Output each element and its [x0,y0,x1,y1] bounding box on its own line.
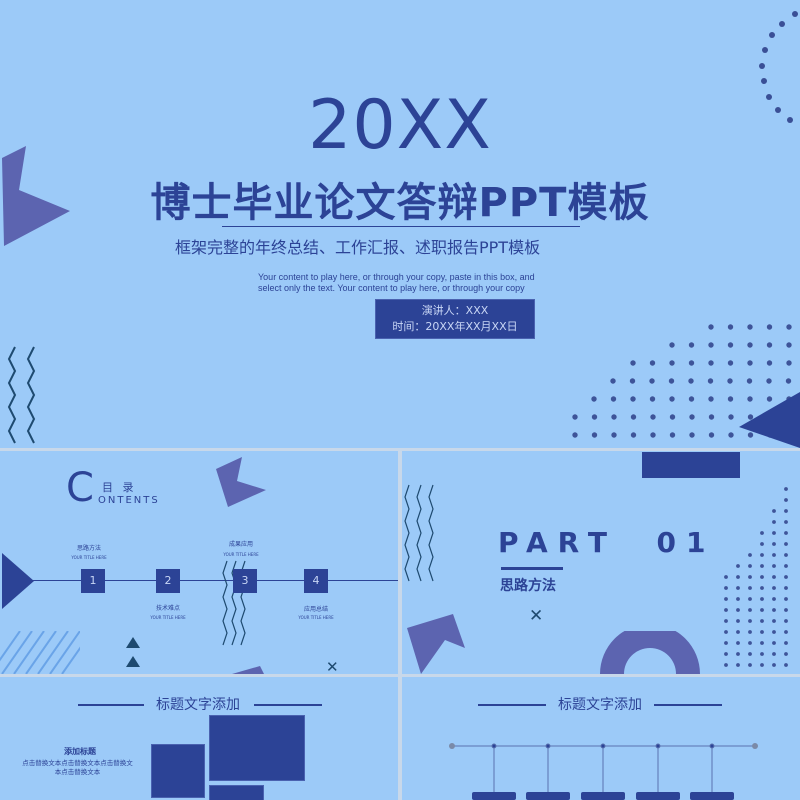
block-text-line-2: 本点击替换文本 [54,768,101,776]
image-placeholder-2[interactable] [209,715,305,781]
triangle-shape-icon [739,392,800,448]
title-line-right [254,704,322,706]
purple-shape-icon [232,666,264,674]
title-line-left [478,704,546,706]
arrow-shape-icon [216,457,266,507]
presentation-title: 博士毕业论文答辩PPT模板 [150,180,650,226]
toc-node-1[interactable]: 1 [81,569,105,593]
toc-label-4: 应用总结 [303,606,328,613]
description: Your content to play here, or through yo… [258,272,578,294]
dotted-arc-icon [759,11,798,123]
part-number: PART 01 [498,526,716,559]
triangle-shape-icon [2,553,34,609]
ring-shape-icon [600,631,700,674]
title-line-left [78,704,144,706]
block-text: 点击替换文本点击替换文本点击替换文 本点击替换文本 [10,759,145,777]
toc-node-2[interactable]: 2 [156,569,180,593]
arrow-shape-icon [407,614,465,674]
dot-grid-icon [724,487,788,667]
description-line-1: Your content to play here, or through yo… [258,272,535,282]
image-placeholder-3[interactable] [209,785,264,800]
presenter-info-box: 演讲人：XXX 时间：20XX年XX月XX日 [375,299,535,339]
contents-big-c: C [66,465,94,511]
zigzag-lines-icon [7,346,36,444]
contents-slide[interactable]: C 目 录 ONTENTS 1 2 3 4 思路方法 YOUR TITLE HE… [0,451,398,674]
content-slide-timeline[interactable]: 标题文字添加 [402,677,800,800]
toc-sub-1: YOUR TITLE HERE [71,555,107,560]
part-slide[interactable]: PART 01 思路方法 ✕ [402,451,800,674]
block-text-line-1: 点击替换文本点击替换文本点击替换文 [22,759,133,767]
toc-sub-2: YOUR TITLE HERE [150,615,186,620]
x-mark-icon: ✕ [529,606,544,626]
timeline-chart [449,743,758,800]
description-line-2: select only the text. Your content to pl… [258,283,525,293]
toc-sub-4: YOUR TITLE HERE [298,615,334,620]
timeline-line [30,580,398,581]
toc-label-1: 思路方法 [76,545,101,552]
toc-node-4[interactable]: 4 [304,569,328,593]
title-line-right [654,704,722,706]
year-heading: 20XX [308,86,492,165]
top-rectangle [642,452,740,478]
date-label: 时间：20XX年XX月XX日 [392,320,518,333]
toc-sub-3: YOUR TITLE HERE [223,552,259,557]
contents-en-heading: ONTENTS [98,495,160,506]
subtitle: 框架完整的年终总结、工作汇报、述职报告PPT模板 [175,238,541,257]
image-placeholder-1[interactable] [151,744,205,798]
part-underline [501,567,563,570]
x-mark-icon: ✕ [326,658,339,674]
arrow-shape-icon [2,146,70,246]
presenter-label: 演讲人：XXX [421,304,489,317]
zigzag-lines-icon [404,484,434,582]
block-title: 添加标题 [64,747,96,756]
toc-node-3[interactable]: 3 [233,569,257,593]
slide-title: 标题文字添加 [156,697,240,713]
slide-title: 标题文字添加 [558,697,642,713]
contents-cn-heading: 目 录 [102,481,137,494]
toc-label-2: 技术难点 [155,605,180,612]
toc-label-3: 成果应用 [228,541,253,548]
diagonal-stripes-icon [0,631,80,674]
section-title: 思路方法 [500,578,556,594]
title-slide[interactable]: 20XX 博士毕业论文答辩PPT模板 框架完整的年终总结、工作汇报、述职报告PP… [0,0,800,448]
title-divider [222,226,580,227]
content-slide-blocks[interactable]: 标题文字添加 添加标题 点击替换文本点击替换文本点击替换文 本点击替换文本 [0,677,398,800]
small-triangles-icon [126,637,140,667]
